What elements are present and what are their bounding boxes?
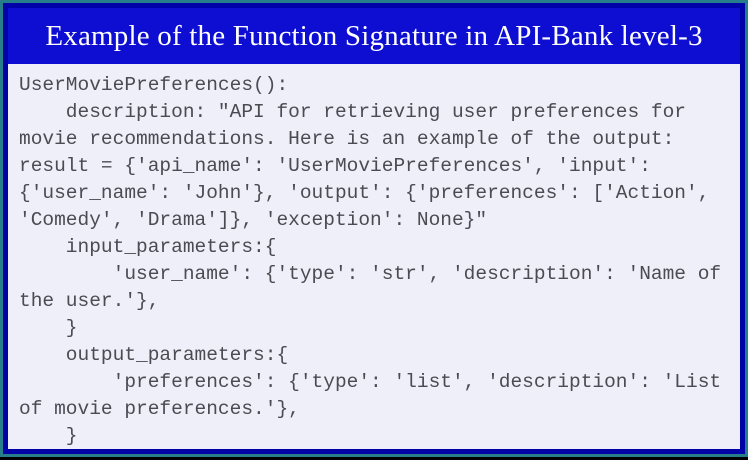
figure-title-bar: Example of the Function Signature in API… bbox=[8, 8, 740, 64]
function-signature-code: UserMoviePreferences(): description: "AP… bbox=[19, 74, 722, 447]
bottom-edge-strip bbox=[0, 457, 748, 460]
figure-title: Example of the Function Signature in API… bbox=[45, 19, 703, 52]
example-box: Example of the Function Signature in API… bbox=[3, 3, 745, 454]
